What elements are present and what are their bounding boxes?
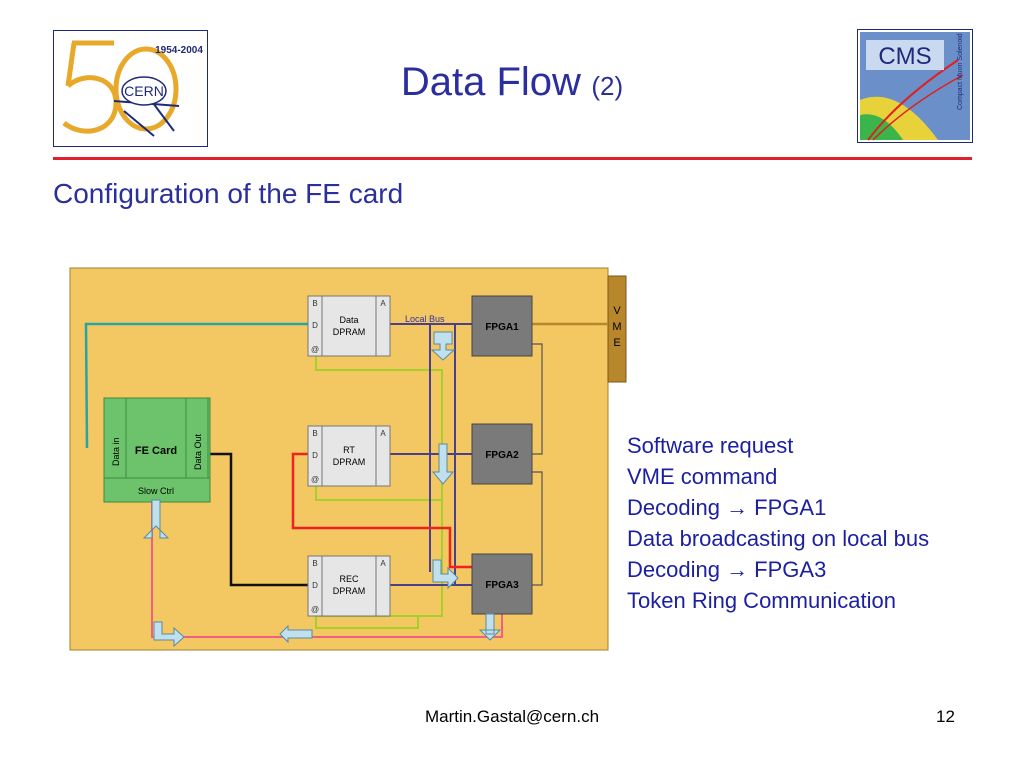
step-item: Decoding → FPGA3 xyxy=(627,557,827,582)
fpga1-block: FPGA1 xyxy=(471,295,533,357)
step-item: Data broadcasting on local bus xyxy=(627,526,930,551)
arrow-down-icon xyxy=(430,331,456,361)
rec-dpram-port-addr: @ xyxy=(311,605,319,614)
fe-card-block: FE Card Data in Data Out Slow Ctrl xyxy=(103,397,211,503)
cern-logo-years: 1954-2004 xyxy=(155,45,203,56)
rec-dpram-port-b: B xyxy=(312,559,317,568)
data-dpram-port-b: B xyxy=(312,299,317,308)
fe-card-data-out: Data Out xyxy=(193,433,203,470)
cms-emblem: CMS Compact Muon Solenoid xyxy=(860,32,970,141)
step-list: Software request VME command Decoding → … xyxy=(627,430,929,616)
data-dpram-port-addr: @ xyxy=(311,345,319,354)
slide-title: Data Flow (2) xyxy=(0,60,1024,105)
data-dpram-block: B D @ A Data DPRAM xyxy=(307,295,391,357)
data-dpram-label-2: DPRAM xyxy=(333,327,366,337)
footer-email: Martin.Gastal@cern.ch xyxy=(424,707,600,726)
rt-dpram-port-d: D xyxy=(312,451,318,460)
cern-logo-text: CERN xyxy=(124,83,164,99)
rt-dpram-label-2: DPRAM xyxy=(333,457,366,467)
rt-dpram-port-b: B xyxy=(312,429,317,438)
title-divider xyxy=(53,157,972,160)
rt-dpram-port-a: A xyxy=(380,429,386,438)
address-line-rec xyxy=(315,616,419,629)
vme-letter-m: M xyxy=(612,321,621,333)
data-dpram-port-d: D xyxy=(312,321,318,330)
link-fpga2-fpga3 xyxy=(532,471,543,586)
local-bus-label: Local Bus xyxy=(405,314,445,324)
arrow-up-icon xyxy=(142,499,170,539)
address-line-data-to-rec xyxy=(315,355,443,617)
title-suffix: (2) xyxy=(591,71,624,101)
fe-card-data-flow-diagram: V M E Local Bus FE Card Data in Data Out… xyxy=(69,267,627,651)
step-item: Software request xyxy=(627,433,794,458)
data-dpram-port-a: A xyxy=(380,299,386,308)
vme-letter-v: V xyxy=(613,305,621,317)
fpga3-block: FPGA3 xyxy=(471,553,533,615)
step-item: Token Ring Communication xyxy=(627,588,897,613)
fpga2-label: FPGA2 xyxy=(485,450,519,461)
link-fpga1-fpga2 xyxy=(532,343,543,455)
rt-dpram-port-addr: @ xyxy=(311,475,319,484)
fpga2-block: FPGA2 xyxy=(471,423,533,485)
fpga1-label: FPGA1 xyxy=(485,322,519,333)
rec-dpram-port-a: A xyxy=(380,559,386,568)
arrow-up-right-icon xyxy=(153,621,185,648)
rec-dpram-port-d: D xyxy=(312,581,318,590)
data-dpram-label-1: Data xyxy=(339,315,358,325)
link-datain-to-data-dpram xyxy=(84,322,308,449)
vme-connector xyxy=(607,275,627,383)
fe-card-data-in: Data in xyxy=(111,437,121,466)
page-number: 12 xyxy=(936,707,955,726)
step-item: VME command xyxy=(627,464,778,489)
rt-dpram-block: B D @ A RT DPRAM xyxy=(307,425,391,487)
rec-dpram-block: B D @ A REC DPRAM xyxy=(307,555,391,617)
cms-logo: CMS Compact Muon Solenoid xyxy=(857,29,973,143)
link-rt-to-fpga3 xyxy=(291,452,472,569)
cms-logo-tagline: Compact Muon Solenoid xyxy=(957,33,964,110)
fe-card-slow-ctrl: Slow Ctrl xyxy=(138,486,174,496)
arrow-down-icon xyxy=(431,443,455,485)
token-ring-loop xyxy=(151,502,503,638)
step-item: Decoding → FPGA1 xyxy=(627,495,827,520)
slide-subtitle: Configuration of the FE card xyxy=(53,178,404,209)
cern-50-logo: CERN 1954-2004 xyxy=(53,30,208,147)
rec-dpram-label-1: REC xyxy=(339,574,359,584)
vme-letter-e: E xyxy=(613,337,620,349)
arrow-right-icon xyxy=(432,559,459,590)
cern-50-emblem: CERN 1954-2004 xyxy=(62,40,203,137)
rec-dpram-label-2: DPRAM xyxy=(333,586,366,596)
cms-logo-text: CMS xyxy=(878,43,931,70)
title-main: Data Flow xyxy=(400,60,581,104)
rt-dpram-label-1: RT xyxy=(343,445,355,455)
address-line-rt xyxy=(315,486,442,501)
link-dataout-to-rec-dpram xyxy=(209,452,308,587)
arrow-left-icon xyxy=(279,624,313,644)
fpga3-label: FPGA3 xyxy=(485,580,519,591)
fe-card-title: FE Card xyxy=(135,445,177,457)
arrow-down-left-icon xyxy=(478,613,502,641)
